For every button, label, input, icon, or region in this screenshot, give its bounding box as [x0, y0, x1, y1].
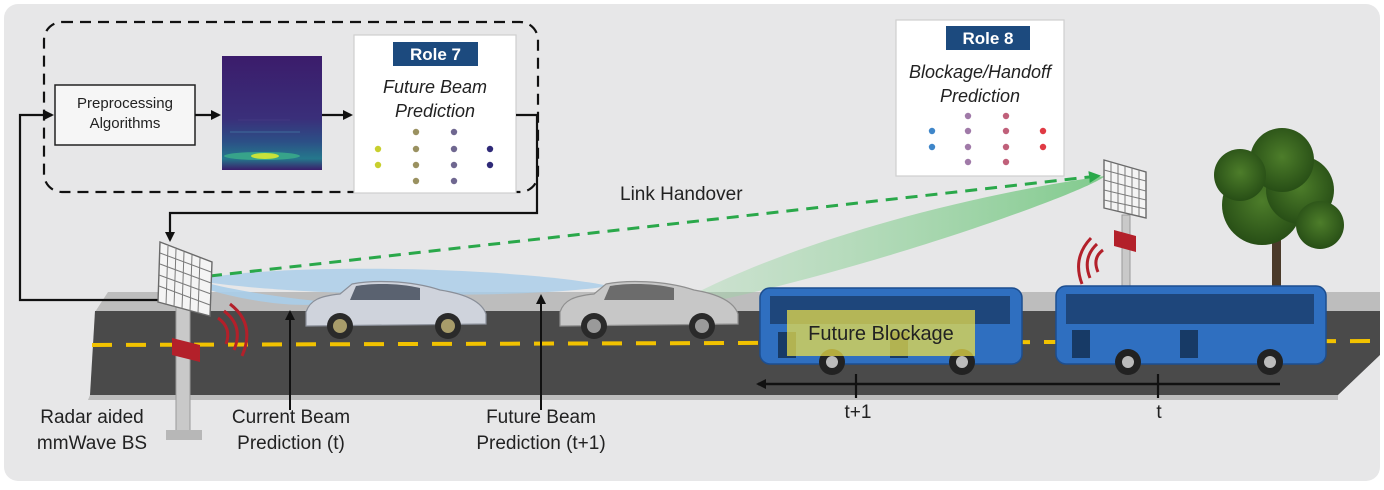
handover-beam-lobe	[690, 176, 1105, 300]
preprocessing-label-line1: Preprocessing	[77, 95, 173, 112]
bus-future: Future Blockage	[759, 287, 1023, 375]
link-handover-arrow	[209, 171, 1101, 278]
target-bs-radar-unit	[1114, 230, 1136, 252]
bs-radar-unit	[172, 338, 200, 362]
t-label: t	[1156, 402, 1162, 423]
radar-spectrogram	[222, 56, 322, 170]
tree	[1214, 128, 1344, 295]
role7-panel: Role 7 Future Beam Prediction	[353, 34, 517, 194]
future-beam-lobe	[205, 268, 610, 295]
future-blockage-label: Future Blockage	[808, 323, 954, 345]
preprocessing-label-line2: Algorithms	[90, 115, 161, 132]
bs-antenna-array	[157, 240, 213, 317]
car-current	[305, 280, 487, 339]
role8-badge	[946, 26, 1030, 50]
bs-radar-waves	[217, 302, 249, 357]
t-plus-1-label: t+1	[845, 402, 872, 423]
preprocessing-block: Preprocessing Algorithms	[54, 84, 196, 146]
arrow-bs-to-preproc	[18, 110, 158, 302]
role8-title-line2: Prediction	[940, 86, 1020, 106]
role7-title-line1: Future Beam	[383, 77, 487, 97]
arrow-role7-to-bs	[165, 113, 539, 242]
target-bs-antenna-array	[1103, 159, 1147, 219]
role7-badge-text: Role 7	[410, 45, 461, 64]
future-beam-label-line1: Future Beam	[486, 407, 596, 428]
future-blockage-highlight	[787, 310, 975, 356]
car-future	[559, 280, 739, 339]
role8-title-line1: Blockage/Handoff	[909, 62, 1053, 82]
bs-label-line2: mmWave BS	[37, 433, 147, 454]
target-base-station	[1077, 159, 1147, 291]
mmwave-base-station	[157, 240, 249, 440]
background-panel	[4, 4, 1380, 481]
bus-current	[1055, 285, 1327, 375]
target-bs-radar-waves	[1077, 236, 1104, 285]
role8-panel: Role 8 Blockage/Handoff Prediction	[895, 19, 1065, 177]
future-beam-label-line2: Prediction (t+1)	[476, 433, 605, 454]
role7-badge	[393, 42, 478, 66]
pipeline-arrows	[18, 110, 539, 302]
current-beam-label-line2: Prediction (t)	[237, 433, 345, 454]
bs-label-line1: Radar aided	[40, 407, 144, 428]
role7-title-line2: Prediction	[395, 101, 475, 121]
beams	[203, 176, 1105, 305]
link-handover-label: Link Handover	[620, 184, 743, 205]
current-beam-label-line1: Current Beam	[232, 407, 350, 428]
role8-scatter	[928, 112, 1047, 166]
current-beam-lobe	[203, 282, 330, 305]
role7-scatter	[374, 128, 494, 185]
role8-badge-text: Role 8	[962, 29, 1013, 48]
